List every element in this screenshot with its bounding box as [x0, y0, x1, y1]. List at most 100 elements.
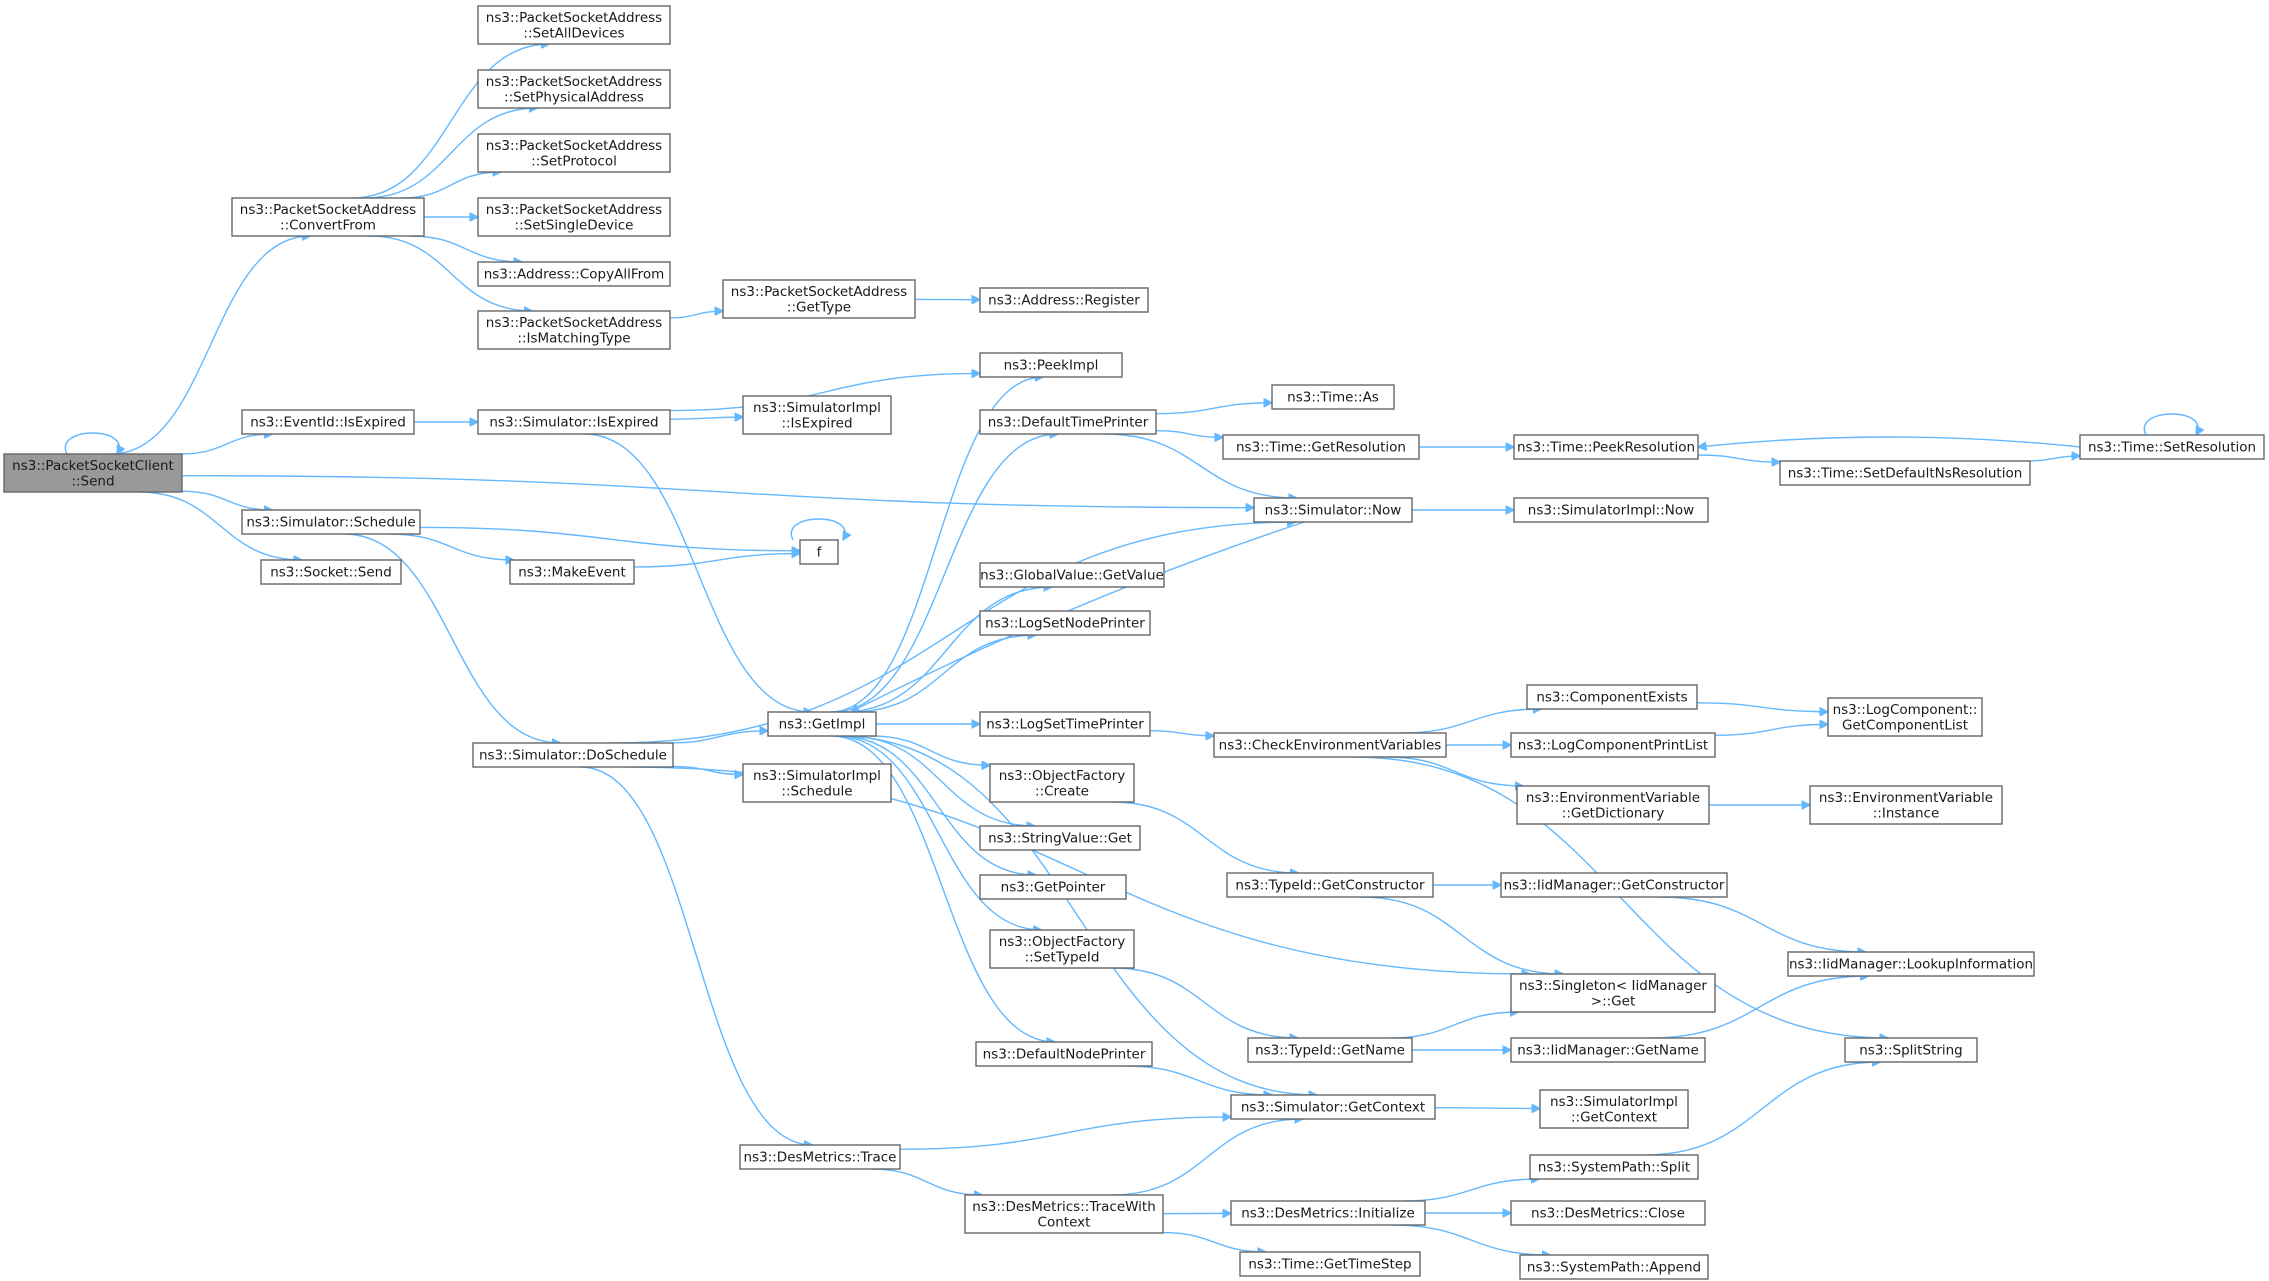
edge-defaulttimeprinter-to-sim-now: [1104, 433, 1297, 498]
graph-node-psa-convertfrom[interactable]: ns3::PacketSocketAddress::ConvertFrom: [231, 197, 425, 237]
graph-node-eventid-isexpired[interactable]: ns3::EventId::IsExpired: [241, 409, 415, 435]
node-box: [1513, 434, 1699, 460]
graph-node-psa-setprotocol[interactable]: ns3::PacketSocketAddress::SetProtocol: [477, 133, 671, 173]
graph-node-componentexists[interactable]: ns3::ComponentExists: [1526, 684, 1698, 710]
graph-node-sim-isexpired[interactable]: ns3::Simulator::IsExpired: [477, 409, 671, 435]
node-label: ns3::Simulator::Schedule: [246, 515, 415, 531]
node-label: ns3::ObjectFactory: [999, 934, 1126, 950]
node-label: ns3::IidManager::GetName: [1517, 1043, 1699, 1059]
graph-node-logsetnodeprinter[interactable]: ns3::LogSetNodePrinter: [979, 610, 1151, 636]
node-label: ns3::Time::GetTimeStep: [1248, 1257, 1411, 1273]
edge-psa-convertfrom-to-psa-setphysical: [364, 108, 538, 199]
edge-psa-convertfrom-to-psa-setalldevices: [352, 44, 549, 199]
graph-node-defaultnodeprinter[interactable]: ns3::DefaultNodePrinter: [975, 1041, 1153, 1067]
graph-node-stringvalue-get[interactable]: ns3::StringValue::Get: [979, 825, 1141, 851]
node-box: [979, 711, 1151, 737]
node-label: ns3::ObjectFactory: [999, 768, 1126, 784]
graph-node-desm-trace[interactable]: ns3::DesMetrics::Trace: [739, 1144, 901, 1170]
graph-node-time-peekresolution[interactable]: ns3::Time::PeekResolution: [1513, 434, 1699, 460]
edge-sim-isexpired-to-simimpl-isexpired: [669, 417, 743, 419]
graph-node-desm-close[interactable]: ns3::DesMetrics::Close: [1510, 1200, 1706, 1226]
edge-getimpl-to-defaulttimeprinter: [831, 434, 1058, 713]
graph-node-iidmgr-getconstructor[interactable]: ns3::IidManager::GetConstructor: [1500, 872, 1728, 898]
node-box: [1510, 1037, 1706, 1063]
graph-node-of-create[interactable]: ns3::ObjectFactory::Create: [989, 763, 1135, 803]
graph-node-time-gettimestep[interactable]: ns3::Time::GetTimeStep: [1239, 1251, 1421, 1277]
graph-node-time-getresolution[interactable]: ns3::Time::GetResolution: [1222, 434, 1420, 460]
graph-node-iidmgr-lookup[interactable]: ns3::IidManager::LookupInformation: [1787, 951, 2035, 977]
graph-node-simimpl-now[interactable]: ns3::SimulatorImpl::Now: [1513, 497, 1709, 523]
graph-node-getimpl[interactable]: ns3::GetImpl: [767, 711, 877, 737]
node-box: [979, 409, 1157, 435]
node-label: ns3::DesMetrics::Close: [1531, 1206, 1685, 1222]
edge-desm-trace-to-desm-tracewithcontext: [871, 1168, 982, 1195]
graph-node-desm-initialize[interactable]: ns3::DesMetrics::Initialize: [1230, 1200, 1426, 1226]
node-label: ns3::PacketSocketAddress: [731, 284, 907, 300]
graph-node-typeid-getname[interactable]: ns3::TypeId::GetName: [1247, 1037, 1413, 1063]
graph-node-simimpl-getcontext[interactable]: ns3::SimulatorImpl::GetContext: [1539, 1089, 1689, 1129]
graph-node-checkenv[interactable]: ns3::CheckEnvironmentVariables: [1213, 732, 1447, 758]
node-box: [979, 825, 1141, 851]
graph-node-psa-setsingle[interactable]: ns3::PacketSocketAddress::SetSingleDevic…: [477, 197, 671, 237]
graph-node-singleton-get[interactable]: ns3::Singleton< IidManager >::Get: [1510, 973, 1716, 1013]
edge-desm-tracewithcontext-to-time-gettimestep: [1162, 1231, 1266, 1252]
graph-node-logcomp-getlist[interactable]: ns3::LogComponent::GetComponentList: [1827, 697, 1983, 737]
graph-node-peekimpl[interactable]: ns3::PeekImpl: [979, 352, 1123, 378]
graph-node-makeevent[interactable]: ns3::MakeEvent: [509, 559, 635, 585]
graph-node-sim-now[interactable]: ns3::Simulator::Now: [1253, 497, 1413, 523]
graph-node-psa-ismatching[interactable]: ns3::PacketSocketAddress::IsMatchingType: [477, 310, 671, 350]
graph-node-time-setresolution[interactable]: ns3::Time::SetResolution: [2079, 434, 2265, 460]
graph-node-sim-schedule[interactable]: ns3::Simulator::Schedule: [241, 509, 421, 535]
graph-node-psa-setalldevices[interactable]: ns3::PacketSocketAddress::SetAllDevices: [477, 5, 671, 45]
graph-node-time-setdefaultns[interactable]: ns3::Time::SetDefaultNsResolution: [1779, 460, 2031, 486]
graph-node-f[interactable]: f: [799, 539, 839, 565]
graph-node-syspath-append[interactable]: ns3::SystemPath::Append: [1519, 1254, 1709, 1280]
node-box: [3, 453, 183, 493]
graph-node-logcompprintlist[interactable]: ns3::LogComponentPrintList: [1510, 732, 1716, 758]
graph-node-socket-send[interactable]: ns3::Socket::Send: [260, 559, 402, 585]
graph-node-psc-send[interactable]: ns3::PacketSocketClient::Send: [3, 453, 183, 493]
edge-defaulttimeprinter-to-time-getresolution: [1155, 429, 1223, 438]
edge-iidmgr-getconstructor-to-iidmgr-lookup: [1659, 896, 1866, 952]
node-box: [1510, 732, 1716, 758]
graph-node-psa-gettype[interactable]: ns3::PacketSocketAddress::GetType: [722, 279, 916, 319]
node-label: ns3::IidManager::GetConstructor: [1504, 878, 1725, 894]
graph-node-envvar-getdict[interactable]: ns3::EnvironmentVariable::GetDictionary: [1516, 785, 1710, 825]
graph-node-sim-getcontext[interactable]: ns3::Simulator::GetContext: [1230, 1094, 1436, 1120]
graph-node-getpointer[interactable]: ns3::GetPointer: [979, 874, 1127, 900]
edge-psc-send-to-psa-convertfrom: [110, 236, 310, 455]
edge-desm-tracewithcontext-to-sim-getcontext: [1111, 1119, 1303, 1196]
graph-node-time-as[interactable]: ns3::Time::As: [1271, 384, 1395, 410]
node-box: [1513, 497, 1709, 523]
graph-node-sim-doschedule[interactable]: ns3::Simulator::DoSchedule: [472, 742, 674, 768]
graph-node-addr-register[interactable]: ns3::Address::Register: [979, 287, 1149, 313]
graph-node-defaulttimeprinter[interactable]: ns3::DefaultTimePrinter: [979, 409, 1157, 435]
node-label: ns3::MakeEvent: [518, 565, 626, 581]
node-box: [742, 763, 892, 803]
graph-node-typeid-getconstructor[interactable]: ns3::TypeId::GetConstructor: [1226, 872, 1434, 898]
graph-node-splitstring[interactable]: ns3::SplitString: [1844, 1037, 1978, 1063]
graph-node-iidmgr-getname[interactable]: ns3::IidManager::GetName: [1510, 1037, 1706, 1063]
graph-node-psa-setphysical[interactable]: ns3::PacketSocketAddress::SetPhysicalAdd…: [477, 69, 671, 109]
graph-node-syspath-split[interactable]: ns3::SystemPath::Split: [1529, 1154, 1699, 1180]
edge-of-settypeid-to-typeid-getname: [1112, 967, 1298, 1038]
node-box: [472, 742, 674, 768]
node-label: ::IsExpired: [781, 415, 852, 431]
node-box: [1844, 1037, 1978, 1063]
edge-time-setresolution-to-time-peekresolution: [1698, 436, 2081, 447]
node-label: ns3::SimulatorImpl: [1550, 1094, 1678, 1110]
graph-node-envvar-instance[interactable]: ns3::EnvironmentVariable::Instance: [1809, 785, 2003, 825]
edge-makeevent-to-f: [633, 554, 800, 568]
graph-node-gv-getvalue[interactable]: ns3::GlobalValue::GetValue: [979, 562, 1165, 588]
edge-sim-getcontext-to-simimpl-getcontext: [1434, 1108, 1540, 1109]
node-label: ns3::StringValue::Get: [988, 831, 1132, 847]
graph-node-logsettimeprinter[interactable]: ns3::LogSetTimePrinter: [979, 711, 1151, 737]
graph-node-of-settypeid[interactable]: ns3::ObjectFactory::SetTypeId: [989, 929, 1135, 969]
graph-node-simimpl-isexpired[interactable]: ns3::SimulatorImpl::IsExpired: [742, 395, 892, 435]
graph-node-simimpl-schedule[interactable]: ns3::SimulatorImpl::Schedule: [742, 763, 892, 803]
node-box: [509, 559, 635, 585]
node-box: [477, 197, 671, 237]
graph-node-addr-copyallfrom[interactable]: ns3::Address::CopyAllFrom: [477, 261, 671, 287]
node-box: [1271, 384, 1395, 410]
